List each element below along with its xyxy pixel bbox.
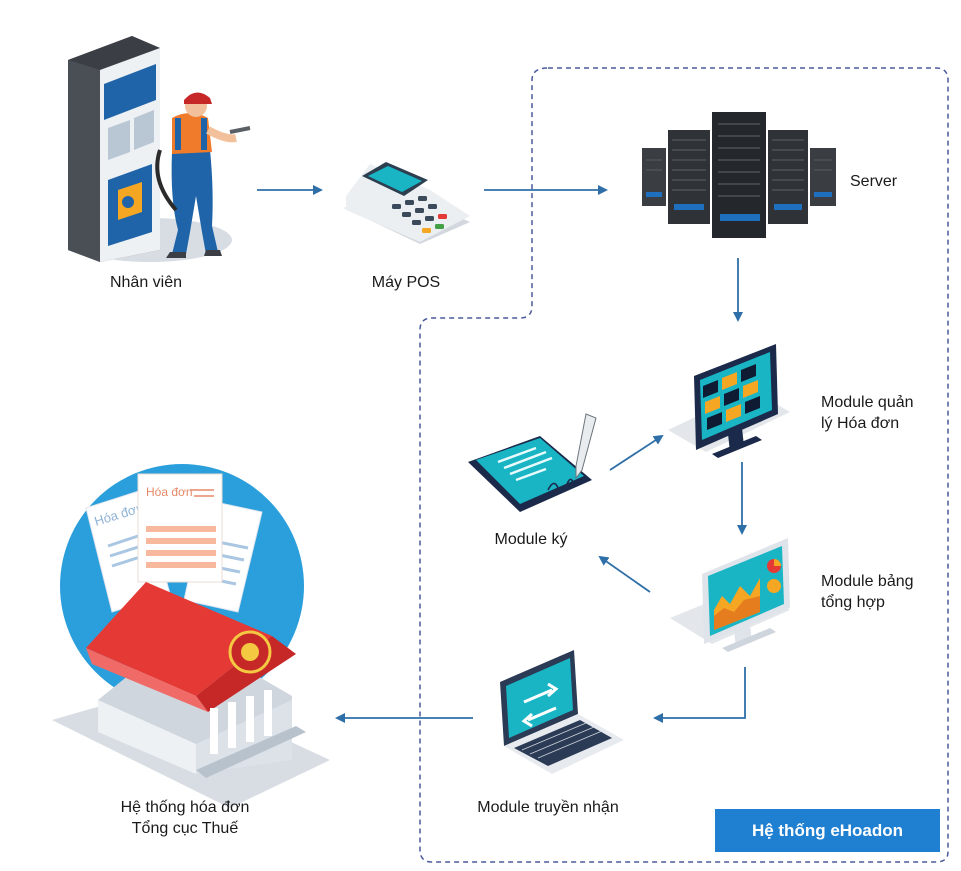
arrow-dashboard-to-transfer: [653, 667, 746, 723]
label-invoice-module-line2: lý Hóa đơn: [821, 415, 900, 432]
staff-person-icon: [155, 92, 251, 258]
label-pos: Máy POS: [371, 274, 441, 291]
ehoadon-boundary: [419, 67, 949, 863]
label-dashboard-module-line1: Module bảng: [821, 573, 914, 590]
laptop-transfer-icon: [500, 650, 624, 774]
arrow-dashboard-to-sign: [598, 555, 651, 593]
flow-arrows: [257, 185, 747, 723]
label-invoice-module-line1: Module quản: [821, 394, 914, 411]
pos-terminal-icon: [344, 162, 470, 244]
tablet-sign-icon: [468, 413, 597, 512]
server-rack-icon: [642, 112, 836, 238]
fuel-pump-icon: [68, 36, 232, 262]
tax-building-icon: Hóa đơn Hóa đơn: [52, 464, 330, 808]
label-tax-line1: Hệ thống hóa đơn: [120, 799, 250, 816]
dashboard-monitor-icon: [670, 538, 790, 652]
label-staff: Nhân viên: [109, 274, 183, 291]
monitor-grid-icon: [668, 344, 790, 458]
label-dashboard-module-line2: tổng hợp: [821, 594, 885, 611]
label-sign-module: Module ký: [494, 531, 568, 548]
arrow-sign-to-invoice: [609, 434, 664, 471]
label-tax-line2: Tổng cục Thuế: [131, 820, 239, 837]
label-transfer-module: Module truyền nhận: [477, 799, 619, 816]
system-badge: Hệ thống eHoadon: [715, 809, 940, 852]
document-title-center: Hóa đơn: [146, 485, 193, 499]
label-server: Server: [850, 173, 898, 190]
invoice-document-center: Hóa đơn: [137, 473, 223, 583]
